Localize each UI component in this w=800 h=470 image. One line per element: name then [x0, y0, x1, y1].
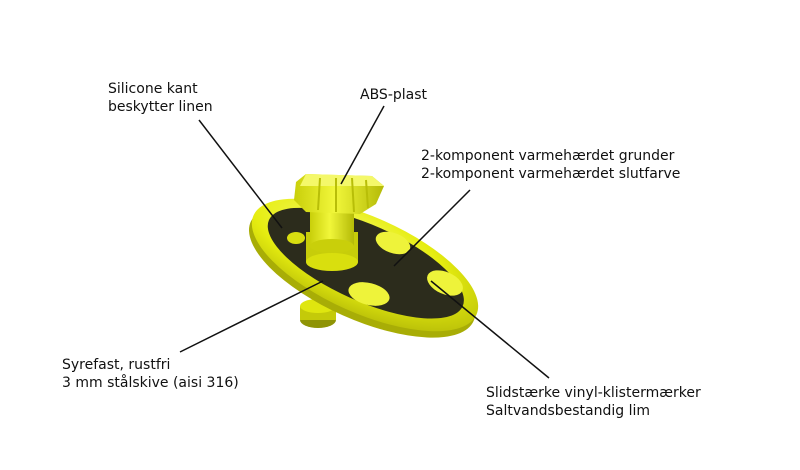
leader-slidstaerke	[430, 280, 550, 379]
steel-disc-label: Syrefast, rustfri 3 mm stålskive (aisi 3…	[62, 357, 239, 391]
leader-lines	[179, 105, 550, 379]
vinyl-sticker-label: Slidstærke vinyl-klistermærker Saltvands…	[486, 385, 701, 419]
leader-silicone	[198, 119, 283, 229]
leader-syrefast	[179, 280, 324, 353]
two-component-coating-label: 2-komponent varmehærdet grunder 2-kompon…	[421, 148, 681, 182]
vinyl-stickers	[287, 231, 463, 306]
abs-knob	[294, 174, 384, 271]
silicone-edge-label: Silicone kant beskytter linen	[108, 81, 213, 115]
abs-plastic-label: ABS-plast	[360, 87, 428, 103]
leader-abs	[340, 105, 385, 185]
leader-komponent	[393, 189, 471, 267]
